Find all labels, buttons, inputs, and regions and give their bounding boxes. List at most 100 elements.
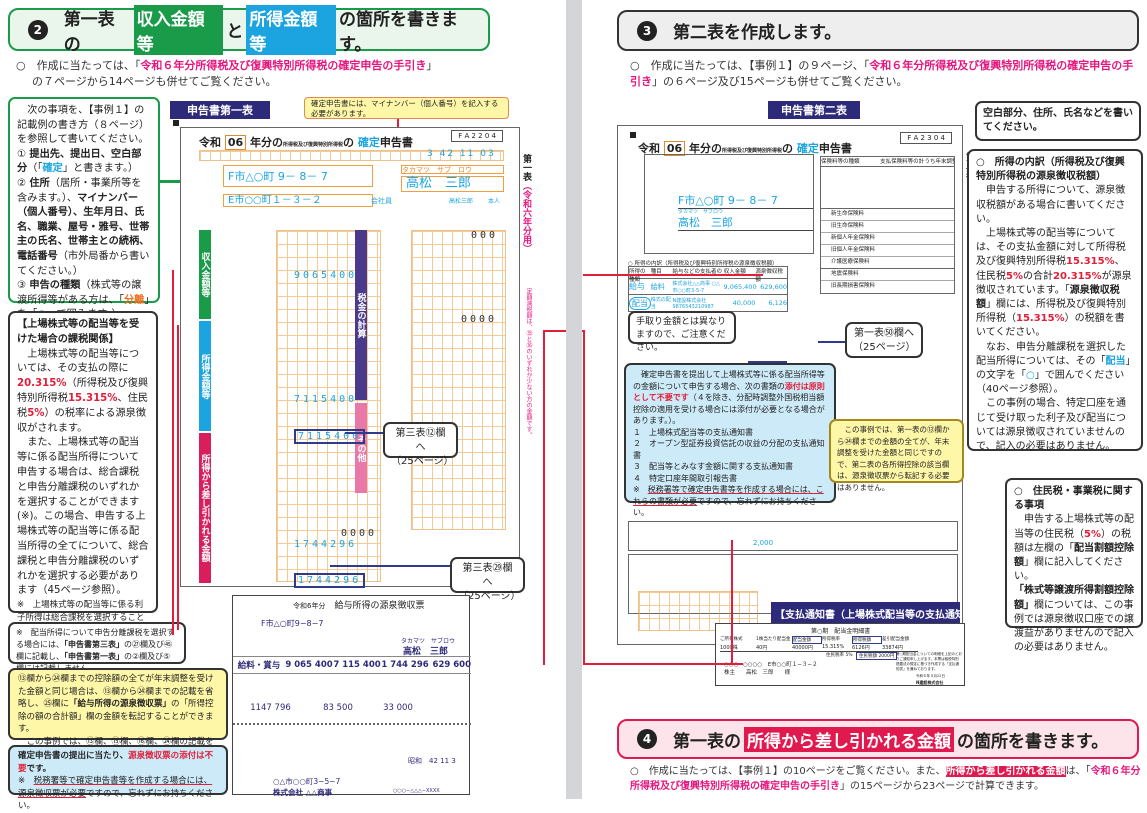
corner-mark: [630, 132, 636, 138]
txt: 申告する上場株式等の配当等の住民税（: [1014, 514, 1134, 540]
cell: 配当: [629, 296, 651, 310]
txt: の: [343, 136, 355, 149]
guide-link[interactable]: 令和６年分所得税及び復興特別所得税の確定申告の手引き: [140, 59, 427, 72]
lbl: 住民税率: [826, 653, 844, 658]
tax-relation-box: 【上場株式等の配当等を受けた場合の課税関係】 上場株式等の配当等については、その…: [8, 311, 158, 636]
txt: の合計: [1022, 270, 1053, 282]
era: 令和: [638, 142, 660, 155]
p: 000: [396, 703, 413, 713]
txt: なお、申告分離課税を選択した配当所得については、その「: [976, 341, 1126, 367]
year-box: 06: [224, 135, 247, 150]
txt: （株式等の譲渡所得等がある方は、「: [17, 280, 142, 306]
kakutei-text: 確定: [42, 163, 63, 175]
val: 40円: [756, 645, 768, 651]
circle-icon: ○: [1026, 370, 1035, 382]
doc-note: ※ 税務署等で確定申告書等を作成する場合には、これらの書類が必要ですので、忘れず…: [633, 484, 827, 519]
txt: 確定申告書の提出に当たり、: [18, 751, 129, 761]
birth-field: 3 42 11 03: [427, 149, 496, 159]
tax-zeros2: 0000: [461, 314, 498, 325]
household-head: 高松三郎: [449, 198, 474, 205]
txt: （25ページ）: [391, 456, 454, 467]
p: 1: [381, 660, 388, 670]
p: 400: [314, 660, 333, 670]
guide-link[interactable]: 令和６年分所得税及び復興特別所得税の確定申告の手引き: [630, 59, 1134, 88]
p: 83: [323, 703, 334, 713]
callout-table3-12: 第三表⑫欄へ（25ページ）: [383, 422, 458, 467]
p: 33: [383, 703, 394, 713]
p: 629: [432, 660, 451, 670]
step-number-4: 4: [637, 729, 657, 749]
val: 33874円: [882, 645, 903, 651]
bold: 住所: [29, 177, 50, 189]
slip-kana: タカマツ サブロウ: [401, 638, 456, 645]
occupation-field: 会社員: [371, 197, 392, 205]
p2: 上場株式等の配当等については、その支払金額に対して所得税及び復興特別所得税15.…: [976, 227, 1134, 341]
year-box: 06: [663, 141, 686, 156]
p: 400: [362, 660, 381, 670]
p: 115: [342, 660, 360, 670]
red-text: 添付は原則として不要です: [633, 381, 825, 403]
col: 所得の種類: [629, 269, 646, 283]
num: ②: [17, 177, 27, 189]
txt: 第三表㉙欄へ: [462, 563, 513, 588]
kana-field: タカマツ サブ ロウ: [401, 165, 504, 174]
section2-heading: 2 第一表の 収入金額等 と 所得金額等 の箇所を書きます。: [8, 4, 490, 55]
deduction-side-note: 定額減税額は、㉟と㊱のいずれか少ない方の金額です。: [525, 288, 532, 438]
notice-company: N建設株式会社: [916, 680, 944, 685]
col: ご所有株式: [720, 636, 756, 644]
p: 744: [390, 660, 408, 670]
notice-address: ○○○−○○○○ E市○○町１−３−２: [724, 662, 818, 668]
items-intro: 次の事項を、【事例１】の記載例の書き方（８ページ）を参照して書いてください。: [17, 105, 150, 146]
resident-dividend-value: 2,000: [753, 539, 774, 547]
p3: なお、申告分離課税を選択した配当所得については、その「配当」の文字を「○」で囲ん…: [976, 341, 1134, 398]
txt: （令和六年分用）: [521, 181, 531, 253]
tax-calc-section-bar: 税金の計算: [355, 230, 367, 400]
col: 所得税率: [822, 637, 840, 642]
bold: マイナンバー（個人番号）、生年月日、氏名、職業、屋号・雅号、世帯主の氏名、世帯主…: [17, 192, 150, 262]
p: 11: [440, 757, 450, 765]
red-connector-line: [543, 330, 583, 332]
slip-wave-divider: [233, 723, 471, 729]
slip-deduction-total: 1 744 296: [381, 660, 429, 670]
bold: 「申告書第一表」: [64, 652, 124, 661]
bold: 「株式等譲渡所得割額控除額」: [1014, 585, 1134, 611]
txt: 」欄には、所得税及び復興特別所得税（: [976, 299, 1126, 325]
small-title: 所得税及び復興特別所得税: [283, 142, 344, 148]
p4: この事例の場合、特定口座を通じて受け取った利子及び配当については源泉徴収されてい…: [976, 398, 1126, 453]
resident-tax-note: ○ 住民税・事業税に関する事項 申告する上場株式等の配当等の住民税（5%）の税額…: [1005, 478, 1143, 653]
arrow-to-12-icon: [345, 432, 383, 434]
underlined-text: 税務署等で確定申告書等を作成する場合には、源泉徴収票が必要: [18, 776, 213, 799]
guide-link[interactable]: 令和６年分所得税及び復興特別所得税の確定申告の手引き: [630, 766, 1141, 792]
form2-address: F市△○町 9－ 8－ 7: [678, 192, 813, 209]
col: 源泉徴収税額: [755, 269, 783, 283]
notice-date: 令和６年４月22日: [916, 674, 945, 678]
txt: 上場株式等の配当等については、その支払金額に対して所得税及び復興特別所得税: [976, 228, 1126, 268]
bold: 配当割額控除額: [1014, 542, 1134, 569]
bold: 申告の種類: [29, 280, 81, 292]
step-number-2: 2: [28, 19, 48, 40]
arrow-to-50-icon: [818, 341, 845, 343]
income-salary-value: 9065400: [294, 270, 358, 281]
txt: 申告書: [818, 142, 852, 155]
form2-tab: 申告書第二表: [768, 101, 860, 119]
item-2: ② 住所（居所・事業所等を含みます。）、マイナンバー（個人番号）、生年月日、氏名…: [17, 177, 151, 279]
highlight-income: 収入金額等: [133, 4, 224, 55]
p2: 「株式等譲渡所得割額控除額」欄については、この事例では源泉徴収口座での譲渡益があ…: [1014, 584, 1134, 655]
insurance-row: 介護医療保険料: [821, 257, 954, 269]
deduction-section-bar: 所得から差し引かれる金額: [199, 433, 211, 583]
p1: 申告する上場株式等の配当等の住民税（5%）の税額は左欄の「配当割額控除額」欄に記…: [1014, 513, 1134, 584]
p: 42: [429, 757, 438, 765]
bunri-text: 分離: [123, 294, 145, 306]
form1-sheet: 令和 06 年分の所得税及び復興特別所得税の 確定申告書 F A 2 2 0 4…: [173, 120, 532, 588]
notice-cols: ご所有株式 1株当たり配当金 配当金額 所得税率 所得税額 差引配当金額: [720, 636, 918, 644]
callout-table1-50: 第一表㊿欄へ（25ページ）: [845, 322, 923, 358]
cell: 6,126: [768, 299, 787, 307]
cell: 給料: [650, 282, 665, 291]
txt: （居所・事業所等を含みます。）、: [17, 177, 142, 204]
insurance-row: 新生命保険料: [821, 209, 954, 221]
form2-name: 高松 三郎: [678, 214, 813, 231]
bold: 源泉徴収税額: [976, 284, 1120, 311]
doc-item: ３ 配当等とみなす金額に関する支払通知書: [633, 462, 793, 471]
social-insurance: 1147 796: [233, 703, 308, 717]
slip-withheld: 629 600: [429, 660, 471, 670]
